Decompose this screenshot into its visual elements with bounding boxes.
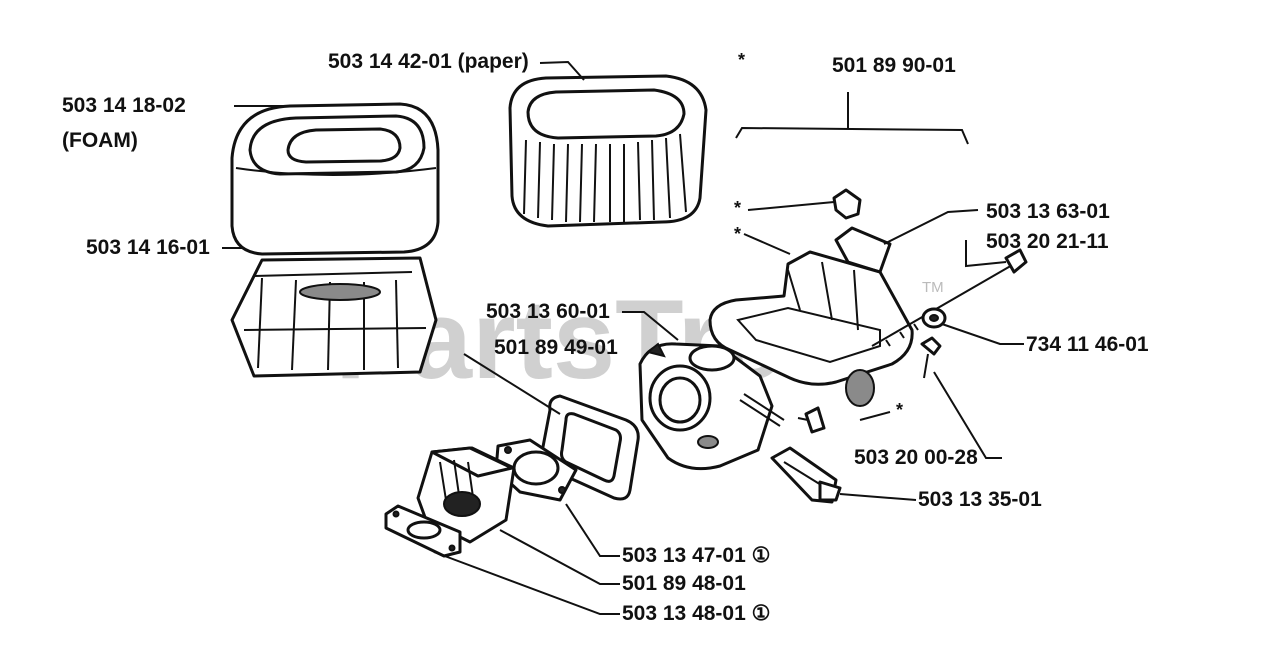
label-choke-part: 503 13 63-01 [986, 200, 1110, 223]
bolt-part [920, 336, 942, 379]
mid-gasket-part [494, 438, 578, 502]
label-carburetor: 503 13 60-01 [486, 300, 610, 323]
label-gasket-large: 501 89 49-01 [494, 336, 618, 359]
leader-lines [222, 60, 1024, 615]
small-cap-part [832, 188, 862, 220]
choke-part [834, 226, 892, 274]
paper-filter-part [508, 74, 708, 228]
label-bolt: 503 20 00-28 [854, 446, 978, 469]
asterisk-choke: * [734, 224, 741, 244]
label-gasket-small: 503 13 48-01 ① [622, 602, 770, 625]
adapter-plate-part [708, 250, 914, 407]
asterisk-nipple: * [896, 400, 903, 420]
label-paper-filter: 503 14 42-01 (paper) [328, 50, 529, 73]
label-clip: 503 13 35-01 [918, 488, 1042, 511]
washer-part [921, 307, 947, 329]
clip-part [770, 446, 842, 504]
label-kit: 501 89 90-01 [832, 54, 956, 77]
foam-filter-part [230, 102, 440, 256]
label-washer: 734 11 46-01 [1026, 333, 1149, 356]
nipple-part [797, 406, 826, 434]
filter-holder-part [230, 256, 438, 378]
label-foam-filter: 503 14 18-02 [62, 94, 186, 117]
carburetor-part [638, 342, 785, 471]
label-filter-holder: 503 14 16-01 [86, 236, 210, 259]
asterisk-kit: * [738, 50, 745, 70]
label-foam-note: (FOAM) [62, 129, 138, 152]
kit-bracket [735, 92, 969, 145]
watermark-trademark: TM [922, 279, 944, 296]
small-gasket-part [384, 504, 462, 558]
label-screw: 503 20 21-11 [986, 230, 1109, 253]
asterisk-cap: * [734, 198, 741, 218]
label-gasket-mid: 503 13 47-01 ① [622, 544, 770, 567]
label-intake: 501 89 48-01 [622, 572, 746, 595]
long-screw-part [871, 248, 1028, 347]
